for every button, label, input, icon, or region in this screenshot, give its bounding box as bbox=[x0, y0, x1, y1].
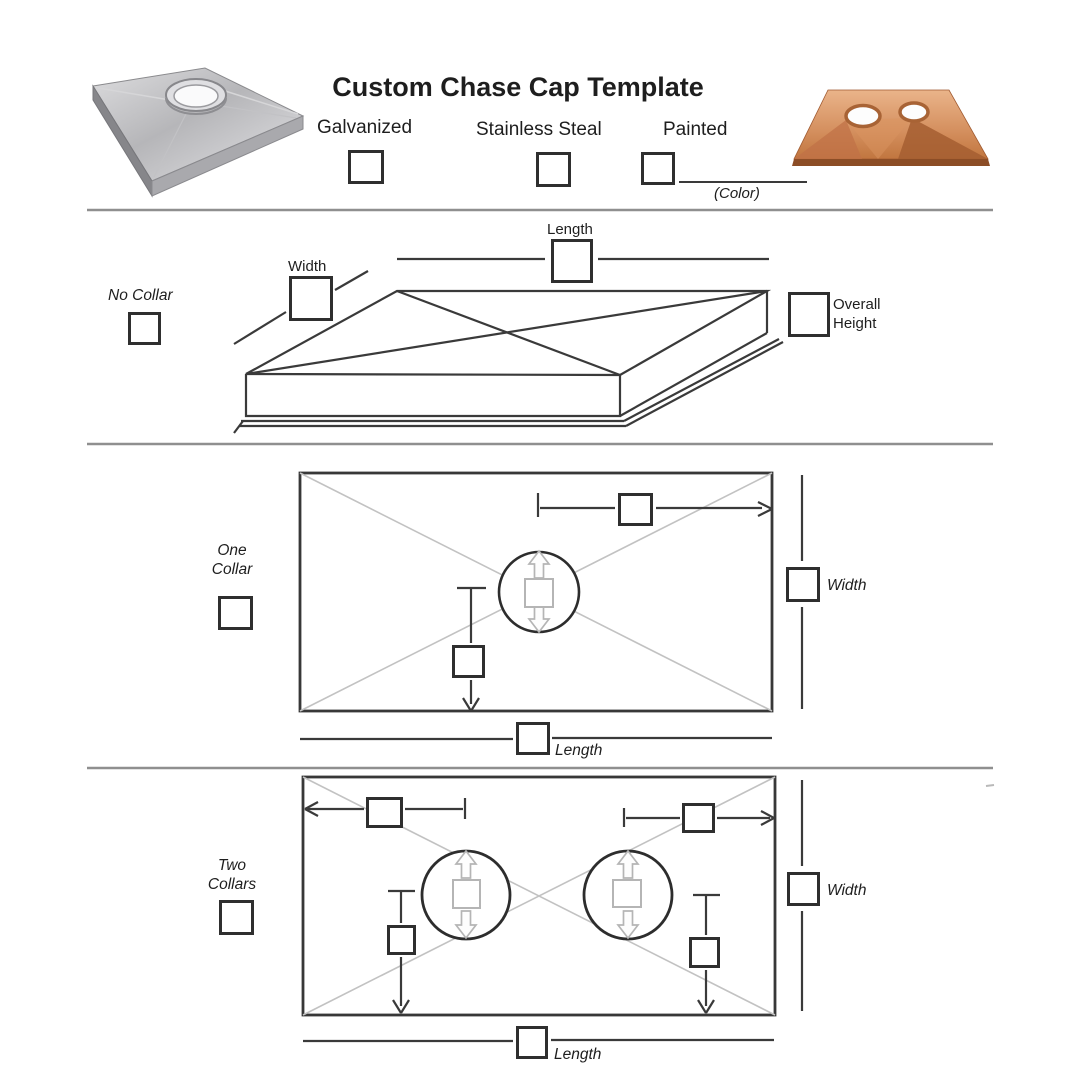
two-collars-plan-drawing bbox=[301, 775, 995, 1043]
one-collar-offset-bottom-box[interactable] bbox=[452, 645, 485, 678]
painted-checkbox[interactable] bbox=[641, 152, 675, 185]
stainless-steal-label: Stainless Steal bbox=[476, 119, 602, 140]
section-dividers bbox=[87, 208, 993, 770]
no-collar-label: No Collar bbox=[108, 287, 173, 304]
two-collars-checkbox[interactable] bbox=[219, 900, 254, 935]
one-collar-offset-right-box[interactable] bbox=[618, 493, 653, 526]
one-collar-width-label: Width bbox=[827, 577, 867, 594]
no-collar-overall-height-label: Overall Height bbox=[833, 296, 881, 332]
two-collars-left-offset-bottom-box[interactable] bbox=[387, 925, 416, 955]
two-collars-length-label: Length bbox=[554, 1046, 602, 1063]
two-collars-length-box[interactable] bbox=[516, 1026, 548, 1059]
no-collar-width-box[interactable] bbox=[289, 276, 333, 321]
two-collars-width-box[interactable] bbox=[787, 872, 820, 906]
one-collar-width-box[interactable] bbox=[786, 567, 820, 602]
galvanized-cap-image bbox=[92, 67, 305, 198]
no-collar-width-label: Width bbox=[288, 258, 327, 275]
two-collars-right-diameter-box[interactable] bbox=[612, 879, 642, 908]
two-collars-right-offset-box[interactable] bbox=[682, 803, 715, 833]
no-collar-length-label: Length bbox=[547, 221, 593, 238]
stainless-steal-checkbox[interactable] bbox=[536, 152, 571, 187]
one-collar-length-box[interactable] bbox=[516, 722, 550, 755]
galvanized-label: Galvanized bbox=[317, 117, 413, 138]
painted-label: Painted bbox=[663, 119, 728, 140]
two-collars-left-offset-box[interactable] bbox=[366, 797, 403, 828]
one-collar-length-label: Length bbox=[555, 742, 603, 759]
one-collar-label: One Collar bbox=[211, 542, 253, 578]
one-collar-checkbox[interactable] bbox=[218, 596, 253, 630]
no-collar-overall-height-box[interactable] bbox=[788, 292, 830, 337]
two-collars-label: Two Collars bbox=[207, 857, 257, 893]
page-title: Custom Chase Cap Template bbox=[332, 72, 704, 102]
two-collars-width-label: Width bbox=[827, 882, 867, 899]
color-note: (Color) bbox=[714, 185, 760, 202]
no-collar-cap-drawing bbox=[233, 257, 784, 434]
one-collar-diameter-box[interactable] bbox=[524, 578, 554, 608]
galvanized-checkbox[interactable] bbox=[348, 150, 384, 184]
copper-cap-image bbox=[792, 89, 990, 166]
two-collars-left-diameter-box[interactable] bbox=[452, 879, 481, 909]
paint-color-input-line[interactable] bbox=[679, 181, 807, 183]
two-collars-right-offset-bottom-box[interactable] bbox=[689, 937, 720, 968]
no-collar-length-box[interactable] bbox=[551, 239, 593, 283]
no-collar-checkbox[interactable] bbox=[128, 312, 161, 345]
